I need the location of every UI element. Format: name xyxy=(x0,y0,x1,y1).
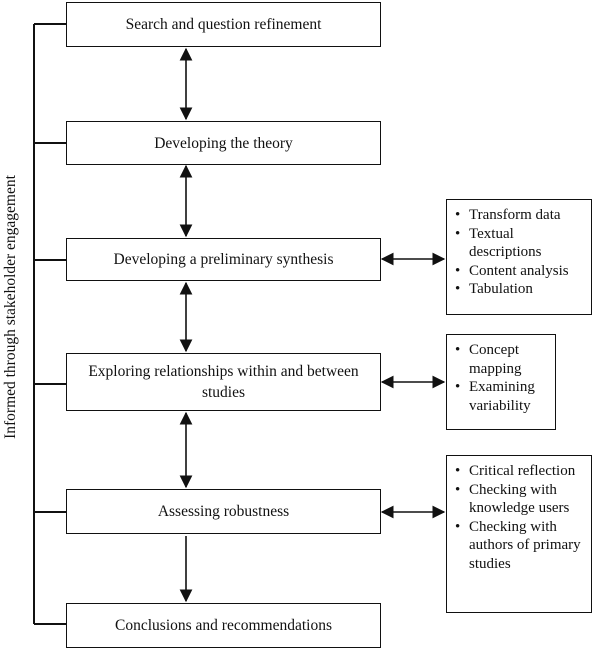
list-item: Content analysis xyxy=(455,262,585,281)
list-item: Concept mapping xyxy=(455,341,549,378)
list-item: Checking with authors of primary studies xyxy=(455,518,585,574)
step-conclusions: Conclusions and recommendations xyxy=(66,603,381,648)
step-exploring-relationships: Exploring relationships within and betwe… xyxy=(66,353,381,411)
note-relationship-methods: Concept mapping Examining variability xyxy=(446,334,556,430)
list-item: Checking with knowledge users xyxy=(455,481,585,518)
step-search-refinement: Search and question refinement xyxy=(66,2,381,47)
note-robustness-methods: Critical reflection Checking with knowle… xyxy=(446,455,592,613)
list-item: Tabulation xyxy=(455,280,585,299)
note-synthesis-methods: Transform data Textual descriptions Cont… xyxy=(446,199,592,315)
list-item: Examining variability xyxy=(455,378,549,415)
step-assessing-robustness: Assessing robustness xyxy=(66,489,381,534)
list-item: Transform data xyxy=(455,206,585,225)
step-preliminary-synthesis: Developing a preliminary synthesis xyxy=(66,238,381,281)
engagement-bracket xyxy=(33,23,67,625)
step-developing-theory: Developing the theory xyxy=(66,121,381,165)
list-item: Textual descriptions xyxy=(455,225,585,262)
stakeholder-engagement-label: Informed through stakeholder engagement xyxy=(2,175,19,439)
list-item: Critical reflection xyxy=(455,462,585,481)
